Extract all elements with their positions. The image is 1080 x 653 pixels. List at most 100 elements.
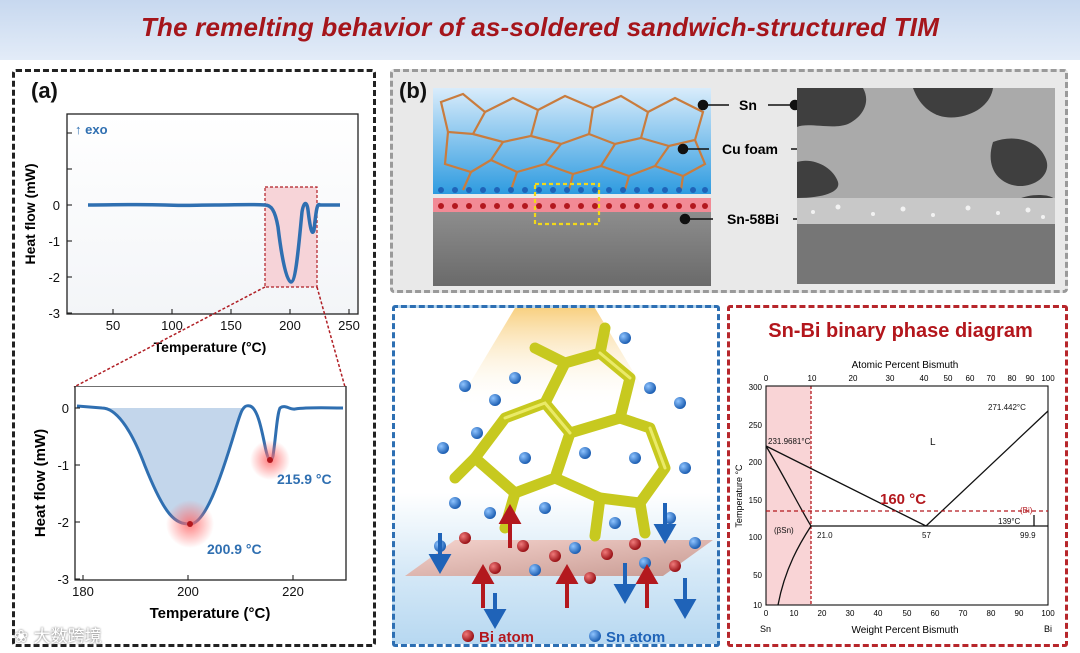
tick-label: 0 [764,374,769,383]
sn-bi-phase-diagram: Atomic Percent Bismuth 0 10 20 30 40 50 … [734,360,1055,636]
tick-label: 200 [177,584,199,599]
watermark: ❀ 大数跨境 [14,627,102,647]
tick-label: 100 [1041,374,1055,383]
tick-label: 40 [874,609,883,618]
tick-label: 50 [753,571,762,580]
panel-b-label: (b) [399,78,428,103]
sn-end-label: Sn [760,624,771,634]
dsc-full-curve [87,201,340,284]
zoom-region-box [264,186,318,288]
tick-label: 90 [1026,374,1035,383]
tick-label: 60 [931,609,940,618]
tick-label: 220 [282,584,304,599]
sn-legend-icon [589,630,601,642]
left-axis-label: Temperature °C [734,464,744,528]
tick-label: 90 [1015,609,1024,618]
dsc-zoom-curve [76,404,344,526]
tick-label: -2 [48,270,60,285]
bi-legend-icon [462,630,474,642]
bi-phase-label: (Bi) [1020,506,1033,515]
tick-label: 250 [338,318,360,333]
tick-label: 10 [808,374,817,383]
left-comp-label: 21.0 [817,531,833,540]
solder-composition-region [766,386,811,605]
peak1-label: 200.9 °C [207,541,262,557]
tick-label: 70 [987,374,996,383]
dsc-zoom-chart: 200.9 °C 215.9 °C 180 200 220 0 -1 -2 -3… [32,386,347,622]
bi-end-label: Bi [1044,624,1052,634]
highlight-temp-label: 160 °C [880,491,926,508]
diffusion-arrows [428,503,697,630]
peak2-label: 215.9 °C [277,471,332,487]
tick-label: 0 [764,609,769,618]
tick-label: 100 [1041,609,1055,618]
tick-label: 0 [53,198,60,213]
tick-label: 80 [1008,374,1017,383]
panel-b-structure: (b) [390,69,1068,293]
tick-label: 50 [903,609,912,618]
legend-bi: Bi atom [479,629,534,644]
tick-label: 30 [846,609,855,618]
dsc-zoom-xlabel: Temperature (°C) [150,605,271,622]
bi-melt-label: 271.442°C [988,403,1026,412]
dsc-full-chart: 50 100 150 200 250 0 -1 -2 -3 ↑ exo Temp… [22,113,360,388]
exo-note: ↑ exo [75,122,108,137]
tick-label: 200 [749,458,763,467]
sn-melt-label: 231.9681°C [768,437,811,446]
dsc-zoom-ylabel: Heat flow (mW) [32,429,49,537]
tick-label: 100 [749,533,763,542]
tick-label: -1 [57,458,69,473]
phase-diagram-title: Sn-Bi binary phase diagram [768,320,1033,342]
dsc-full-ylabel: Heat flow (mW) [22,163,38,264]
remelting-diffusion-illustration: Bi atom Sn atom [405,308,713,644]
callout-sn: Sn [739,97,757,113]
sn-atom-row [438,187,708,193]
eutectic-comp-label: 57 [922,531,931,540]
legend-sn: Sn atom [606,629,665,644]
tick-label: 10 [790,609,799,618]
dsc-full-xlabel: Temperature (°C) [154,339,267,355]
tick-label: 50 [944,374,953,383]
bottom-axis-label: Weight Percent Bismuth [851,625,958,636]
tick-label: 100 [161,318,183,333]
peak-marker [267,457,273,463]
tick-label: 20 [818,609,827,618]
title-banner: The remelting behavior of as-soldered sa… [0,0,1080,60]
beta-sn-label: (βSn) [774,526,794,535]
peak-marker [187,521,193,527]
cu-substrate [433,212,711,286]
phase-boundaries [765,410,1049,606]
tick-label: -1 [48,234,60,249]
panel-a-dsc: (a) 50 100 150 200 250 0 [12,69,376,647]
tick-label: 70 [959,609,968,618]
panel-d-phase-diagram: Sn-Bi binary phase diagram Atomic Percen… [727,305,1068,647]
tick-label: 200 [279,318,301,333]
tick-label: 10 [753,601,762,610]
tick-label: 300 [749,383,763,392]
tick-label: 150 [749,496,763,505]
sn58bi-layer [433,198,711,212]
tick-label: 50 [106,318,120,333]
phase-plot-frame [765,385,1049,606]
bi-atoms [459,532,681,584]
tick-label: -3 [57,572,69,587]
panel-a-label: (a) [31,78,58,103]
page-title: The remelting behavior of as-soldered sa… [140,12,940,42]
zoom-region-box [533,182,601,226]
tick-label: 60 [966,374,975,383]
tick-label: 40 [920,374,929,383]
callout-cu-foam: Cu foam [722,141,778,157]
tick-label: 20 [849,374,858,383]
cu-foam-network [439,92,707,191]
eutectic-temp-label: 139°C [998,517,1021,526]
tick-label: 30 [886,374,895,383]
sem-micrograph [797,88,1055,284]
tick-label: 80 [987,609,996,618]
tick-label: -2 [57,515,69,530]
tick-label: 180 [72,584,94,599]
right-comp-label: 99.9 [1020,531,1036,540]
panel-c-atomic-schematic: Bi atom Sn atom [392,305,720,647]
top-axis-label: Atomic Percent Bismuth [852,360,959,371]
tick-label: 0 [62,401,69,416]
sandwich-schematic: Sn Cu foam Sn-58Bi [433,88,1055,286]
